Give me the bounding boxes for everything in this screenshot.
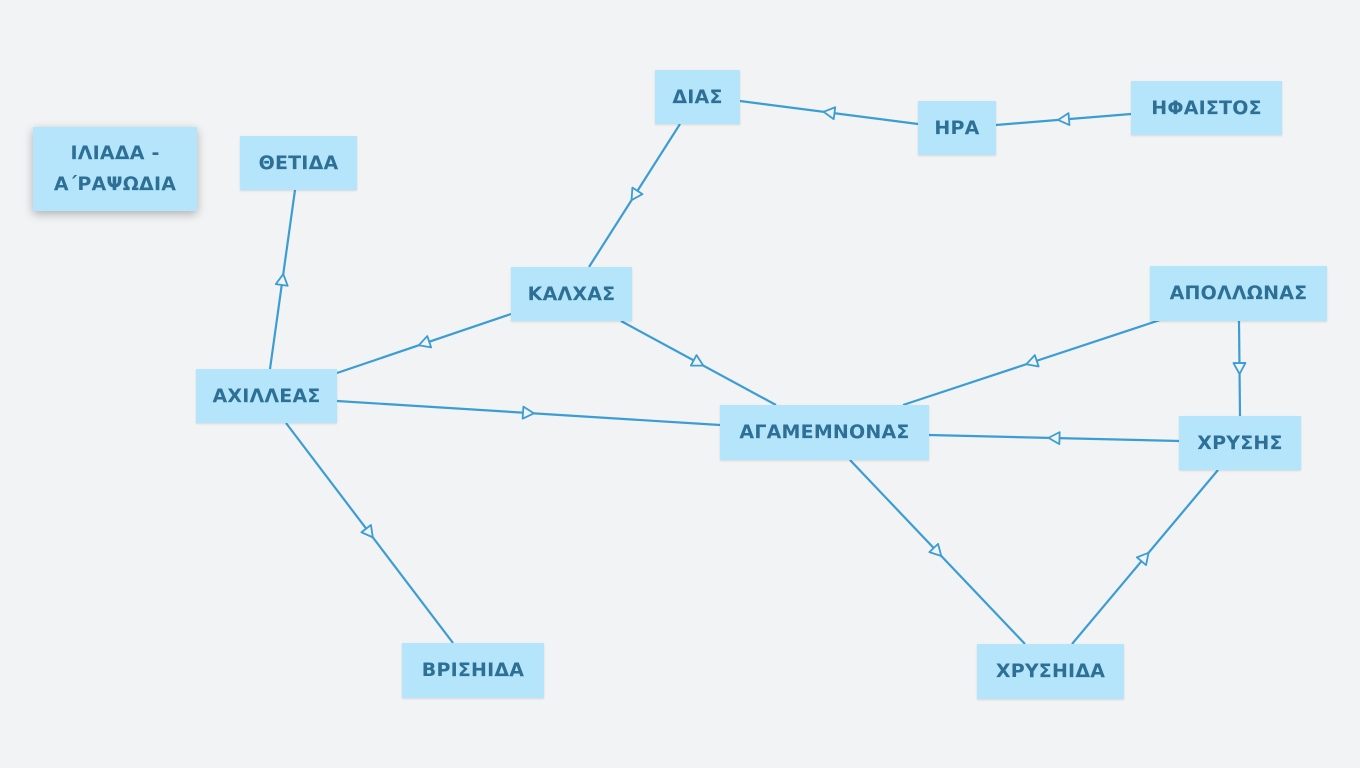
node-xrysis[interactable]: ΧΡΥΣΗΣ <box>1179 416 1301 470</box>
node-agamemnonas[interactable]: ΑΓΑΜΕΜΝΟΝΑΣ <box>720 405 929 460</box>
arrowhead-axilleas-to-agamemnonas <box>521 405 535 420</box>
arrowhead-axilleas-to-thetida <box>274 273 289 287</box>
arrowhead-xrysida-to-xrysis <box>1135 551 1150 566</box>
arrowhead-apollonas-to-agamemnonas <box>1025 354 1040 368</box>
node-vrisida[interactable]: ΒΡΙΣΗΙΔΑ <box>402 643 544 698</box>
arrowhead-kalxas-to-axilleas <box>417 335 433 349</box>
node-ifaistos[interactable]: ΗΦΑΙΣΤΟΣ <box>1131 81 1282 135</box>
arrowhead-kalxas-to-agamemnonas <box>689 354 705 367</box>
arrowhead-ifaistos-to-ira <box>1057 112 1071 126</box>
node-iliada-title[interactable]: ΙΛΙΑΔΑ - Α΄ΡΑΨΩΔΙΑ <box>33 127 197 211</box>
node-kalxas[interactable]: ΚΑΛΧΑΣ <box>511 267 632 321</box>
node-ira[interactable]: ΗΡΑ <box>918 101 996 155</box>
arrowhead-agamemnonas-to-xrysida <box>928 542 943 557</box>
arrowhead-ira-to-dias <box>822 106 837 121</box>
arrowhead-apollonas-to-xrysis <box>1232 362 1247 375</box>
node-thetida[interactable]: ΘΕΤΙΔΑ <box>240 136 357 190</box>
arrowhead-dias-to-kalxas <box>630 186 644 202</box>
node-xrysida[interactable]: ΧΡΥΣΗΙΔΑ <box>977 644 1124 699</box>
arrowhead-axilleas-to-vrisida <box>360 524 374 539</box>
arrowhead-xrysis-to-agamemnonas <box>1047 431 1061 446</box>
node-apollonas[interactable]: ΑΠΟΛΛΩΝΑΣ <box>1150 266 1327 321</box>
node-dias[interactable]: ΔΙΑΣ <box>655 70 740 124</box>
node-axilleas[interactable]: ΑΧΙΛΛΕΑΣ <box>196 369 337 423</box>
